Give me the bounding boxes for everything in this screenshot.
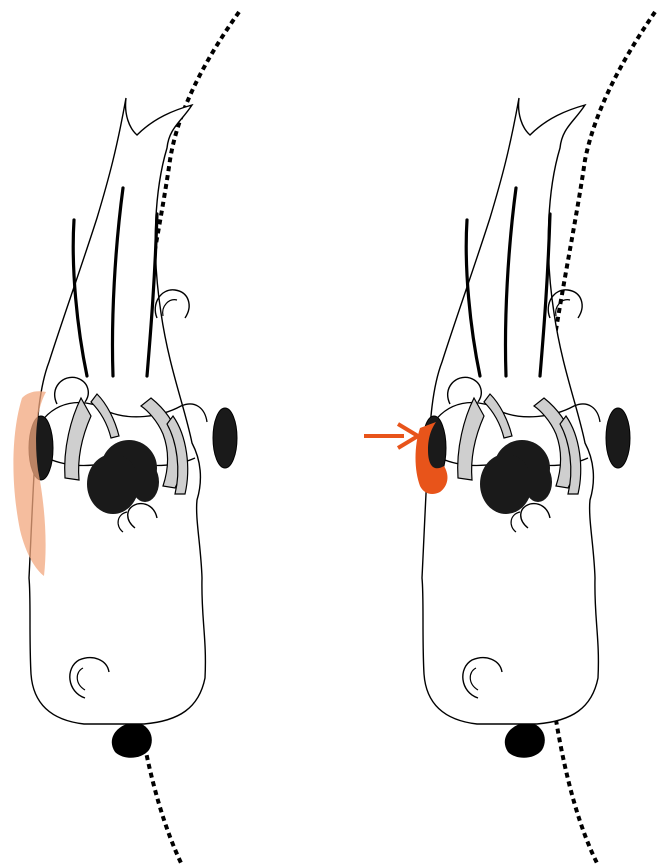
horse-rider-right-icon <box>422 98 630 758</box>
horse-rider-left-icon <box>29 98 237 758</box>
arrow-icon <box>364 424 418 448</box>
